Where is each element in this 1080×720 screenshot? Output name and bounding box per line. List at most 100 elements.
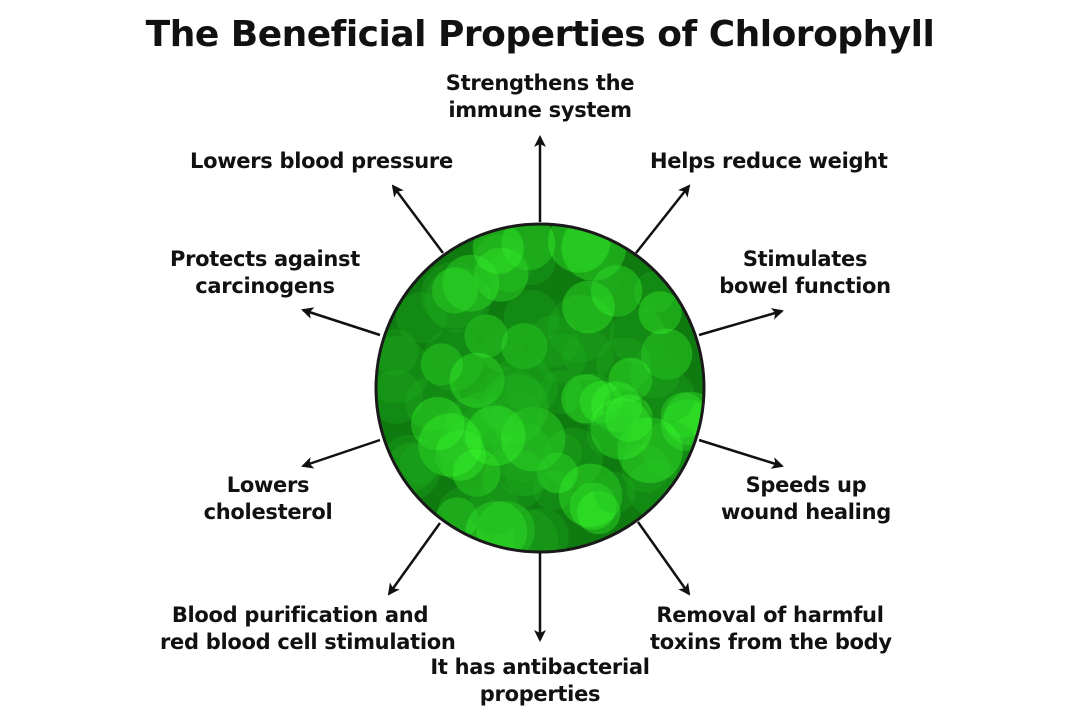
label-reduce-weight: Helps reduce weight (650, 148, 888, 175)
cell-bubble (579, 380, 623, 424)
cell-bubble (480, 327, 525, 372)
cell-bubble (464, 314, 508, 358)
cell-bubble (663, 391, 703, 446)
cell-base (376, 224, 704, 552)
cell-bubble (548, 225, 611, 273)
cell-bubble (503, 289, 560, 346)
cell-bubble (563, 330, 614, 381)
label-lowers-cholesterol: Lowers cholesterol (168, 472, 368, 526)
label-immune-line-1: Strengthens the (445, 71, 635, 95)
arrow-toxins (636, 521, 691, 596)
cell-bubble (526, 315, 580, 368)
cell-bubble (418, 413, 482, 477)
cell-bubble (460, 401, 515, 456)
cell-bubble (482, 447, 546, 511)
cell-bubble (492, 508, 559, 551)
label-blood-line-1: Blood purification and (171, 603, 429, 627)
cell-bubble (420, 343, 463, 386)
cell-bubble (513, 508, 569, 551)
cell-bubble (405, 375, 462, 432)
cell-bubble (495, 352, 552, 409)
cell-bubble (472, 225, 524, 274)
cell-bubble (547, 295, 615, 363)
cell-bubble (501, 406, 566, 472)
chlorophyll-cell (374, 222, 706, 554)
cell-bubble (504, 451, 550, 496)
cell-bubble (558, 463, 623, 527)
cell-bubble (480, 372, 549, 441)
cell-bubble (660, 392, 703, 438)
cell-bubble (562, 280, 615, 334)
cell-bubble (609, 307, 667, 365)
cell-bubble (472, 234, 526, 288)
cell-bubble (501, 225, 556, 271)
cell-bubble (542, 427, 604, 489)
cell-bubble (420, 261, 488, 329)
label-cholesterol-line-1: Lowers (226, 473, 310, 497)
cell-bubble (621, 444, 670, 493)
label-toxins-removal: Removal of harmful toxins from the body (650, 602, 892, 656)
cell-bubble (444, 397, 491, 444)
cell-bubble (593, 403, 634, 444)
cell-bubble (590, 265, 643, 317)
cell-bubble (411, 397, 465, 451)
label-carcinogens: Protects against carcinogens (165, 246, 365, 300)
cell-bubble (449, 352, 505, 408)
cell-bubble (425, 267, 491, 333)
arrows-group (301, 135, 784, 642)
cell-bubble (442, 254, 500, 312)
cell-bubble (586, 414, 629, 457)
label-blood-purification: Blood purification and red blood cell st… (160, 602, 456, 656)
cell-bubble (596, 337, 652, 393)
label-blood-line-2: red blood cell stimulation (160, 630, 456, 654)
cell-bubble (590, 397, 653, 460)
label-bowel-line-1: Stimulates (742, 247, 868, 271)
cell-bubble (435, 429, 486, 481)
cell-bubble (605, 394, 653, 442)
label-toxins-line-2: toxins from the body (650, 630, 892, 654)
cell-bubble (591, 381, 642, 433)
label-blood-pressure: Lowers blood pressure (190, 148, 453, 175)
cell-bubble (608, 357, 653, 402)
cell-bubble (583, 256, 624, 297)
label-bowel-line-2: bowel function (719, 274, 891, 298)
label-antibacterial-line-1: It has antibacterial (430, 655, 650, 679)
cell-outline (374, 222, 706, 554)
label-cholesterol-line-2: cholesterol (203, 500, 333, 524)
cell-bubble (643, 370, 696, 423)
label-antibacterial: It has antibacterial properties (420, 654, 660, 708)
cell-bubble (453, 392, 509, 448)
arrow-wound (698, 438, 784, 469)
label-carcinogens-line-2: carcinogens (195, 274, 335, 298)
cell-bubble (474, 247, 529, 302)
cell-bubble (476, 366, 544, 434)
cell-bubble (538, 370, 583, 415)
cell-bubble (533, 470, 574, 511)
cell-bubble (602, 388, 644, 430)
cell-bubble (465, 405, 526, 466)
cell-bubble (542, 433, 583, 473)
label-immune-line-2: immune system (448, 98, 632, 122)
label-wound-line-2: wound healing (721, 500, 891, 524)
label-wound-line-1: Speeds up (745, 473, 867, 497)
arrow-bowel (698, 308, 784, 337)
cell-bubble (468, 483, 521, 536)
cell-bubble (569, 482, 617, 530)
cell-bubble (536, 333, 587, 384)
label-toxins-line-1: Removal of harmful (656, 603, 884, 627)
cell-bubble (509, 238, 556, 285)
label-pressure-line-1: Lowers blood pressure (190, 149, 453, 173)
page-title: The Beneficial Properties of Chlorophyll (145, 14, 935, 55)
cell-bubble (432, 267, 478, 314)
cell-bubble (421, 329, 484, 391)
label-wound-healing: Speeds up wound healing (706, 472, 906, 526)
cell-bubble (377, 336, 430, 404)
cell-bubble (377, 370, 423, 424)
arrow-blood (387, 522, 442, 596)
arrow-carcinogens (301, 307, 381, 337)
cell-bubble (638, 291, 682, 335)
cell-bubble (561, 374, 611, 424)
cell-bubble (396, 292, 447, 344)
cell-bubble (577, 490, 621, 535)
